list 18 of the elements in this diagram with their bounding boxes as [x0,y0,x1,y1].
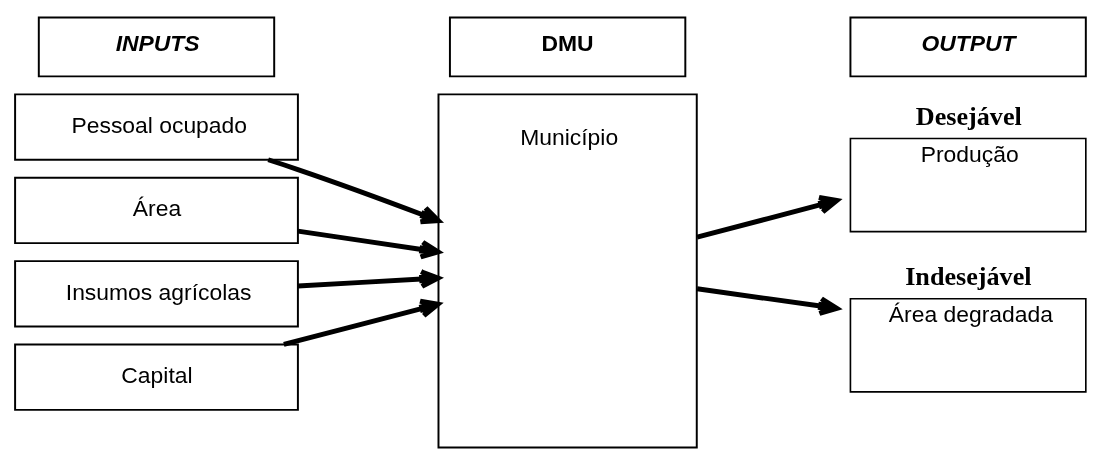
arrow [297,228,441,260]
node-box: Produção [849,137,1087,233]
node-box: Município [437,93,698,449]
node-label: Desejável [915,102,1022,132]
arrow [696,286,840,316]
node-box: Capital [14,343,299,411]
arrow [297,269,441,289]
node-box: Área degradada [849,297,1087,393]
node-box: Insumos agrícolas [14,260,299,328]
node-box: DMU [448,16,687,78]
node-box: Pessoal ocupado [14,93,299,161]
arrow [283,298,441,347]
arrow [267,157,441,225]
node-box: INPUTS [37,16,276,78]
node-label: Indesejável [905,262,1032,292]
node-box: OUTPUT [849,16,1087,78]
arrow [696,195,840,240]
node-box: Área [14,176,299,245]
